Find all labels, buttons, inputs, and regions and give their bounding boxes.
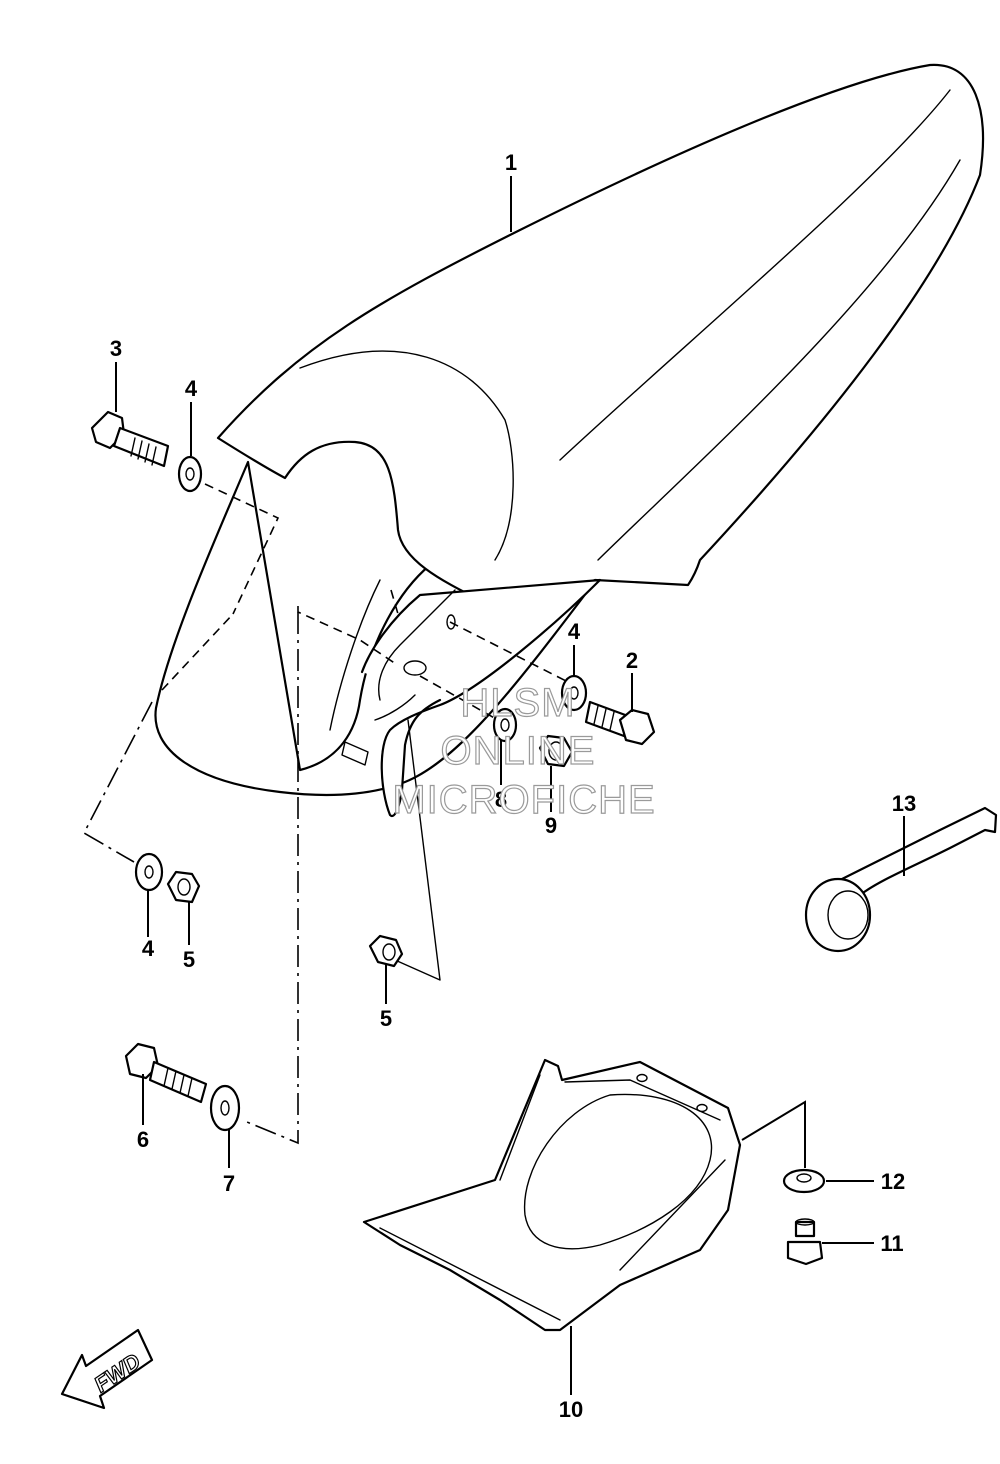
callout-3: 3: [110, 336, 122, 361]
washer-4-left: [134, 852, 164, 892]
washer-8: [492, 707, 518, 743]
bolt-6: [124, 1042, 208, 1104]
watermark-line-3: MICROFICHE: [392, 778, 655, 822]
nut-5-left: [166, 870, 201, 904]
callout-labels: 1 3 4 4 2 8 9 13 4 5 5 6 7 12 11 10: [110, 150, 916, 1422]
mud-guard-plate: [362, 1058, 742, 1332]
washer-12: [782, 1168, 826, 1194]
callout-6: 6: [137, 1127, 149, 1152]
assembly-lines: [82, 483, 569, 1145]
callout-10: 10: [559, 1397, 583, 1422]
callout-4-right: 4: [568, 619, 581, 644]
callout-5-center: 5: [380, 1006, 392, 1031]
callout-8: 8: [495, 787, 507, 812]
callout-9: 9: [545, 813, 557, 838]
callout-4-left: 4: [142, 936, 155, 961]
bolt-3: [90, 410, 170, 468]
callout-5-left: 5: [183, 947, 195, 972]
callout-11: 11: [880, 1231, 903, 1256]
washer-4-top: [177, 455, 203, 493]
spanner-tool: [804, 806, 998, 953]
nut-5-center: [368, 934, 404, 968]
fwd-direction-arrow: FWD: [60, 1328, 154, 1410]
watermark: HLSM ONLINE MICROFICHE: [392, 680, 656, 822]
rear-fender: [154, 63, 984, 981]
callout-12: 12: [881, 1169, 905, 1194]
callout-7: 7: [223, 1171, 235, 1196]
washer-4-right: [560, 674, 588, 712]
bolt-2: [584, 700, 656, 746]
watermark-line-1: HLSM: [460, 681, 575, 725]
callout-13: 13: [892, 791, 916, 816]
watermark-line-2: ONLINE: [441, 729, 596, 773]
callout-1: 1: [505, 150, 517, 175]
washer-7: [209, 1084, 241, 1132]
leader-lines: [115, 176, 905, 1395]
callout-2: 2: [626, 648, 638, 673]
nut-9: [538, 734, 574, 768]
callout-4-top: 4: [185, 376, 198, 401]
bolt-11: [786, 1218, 824, 1266]
